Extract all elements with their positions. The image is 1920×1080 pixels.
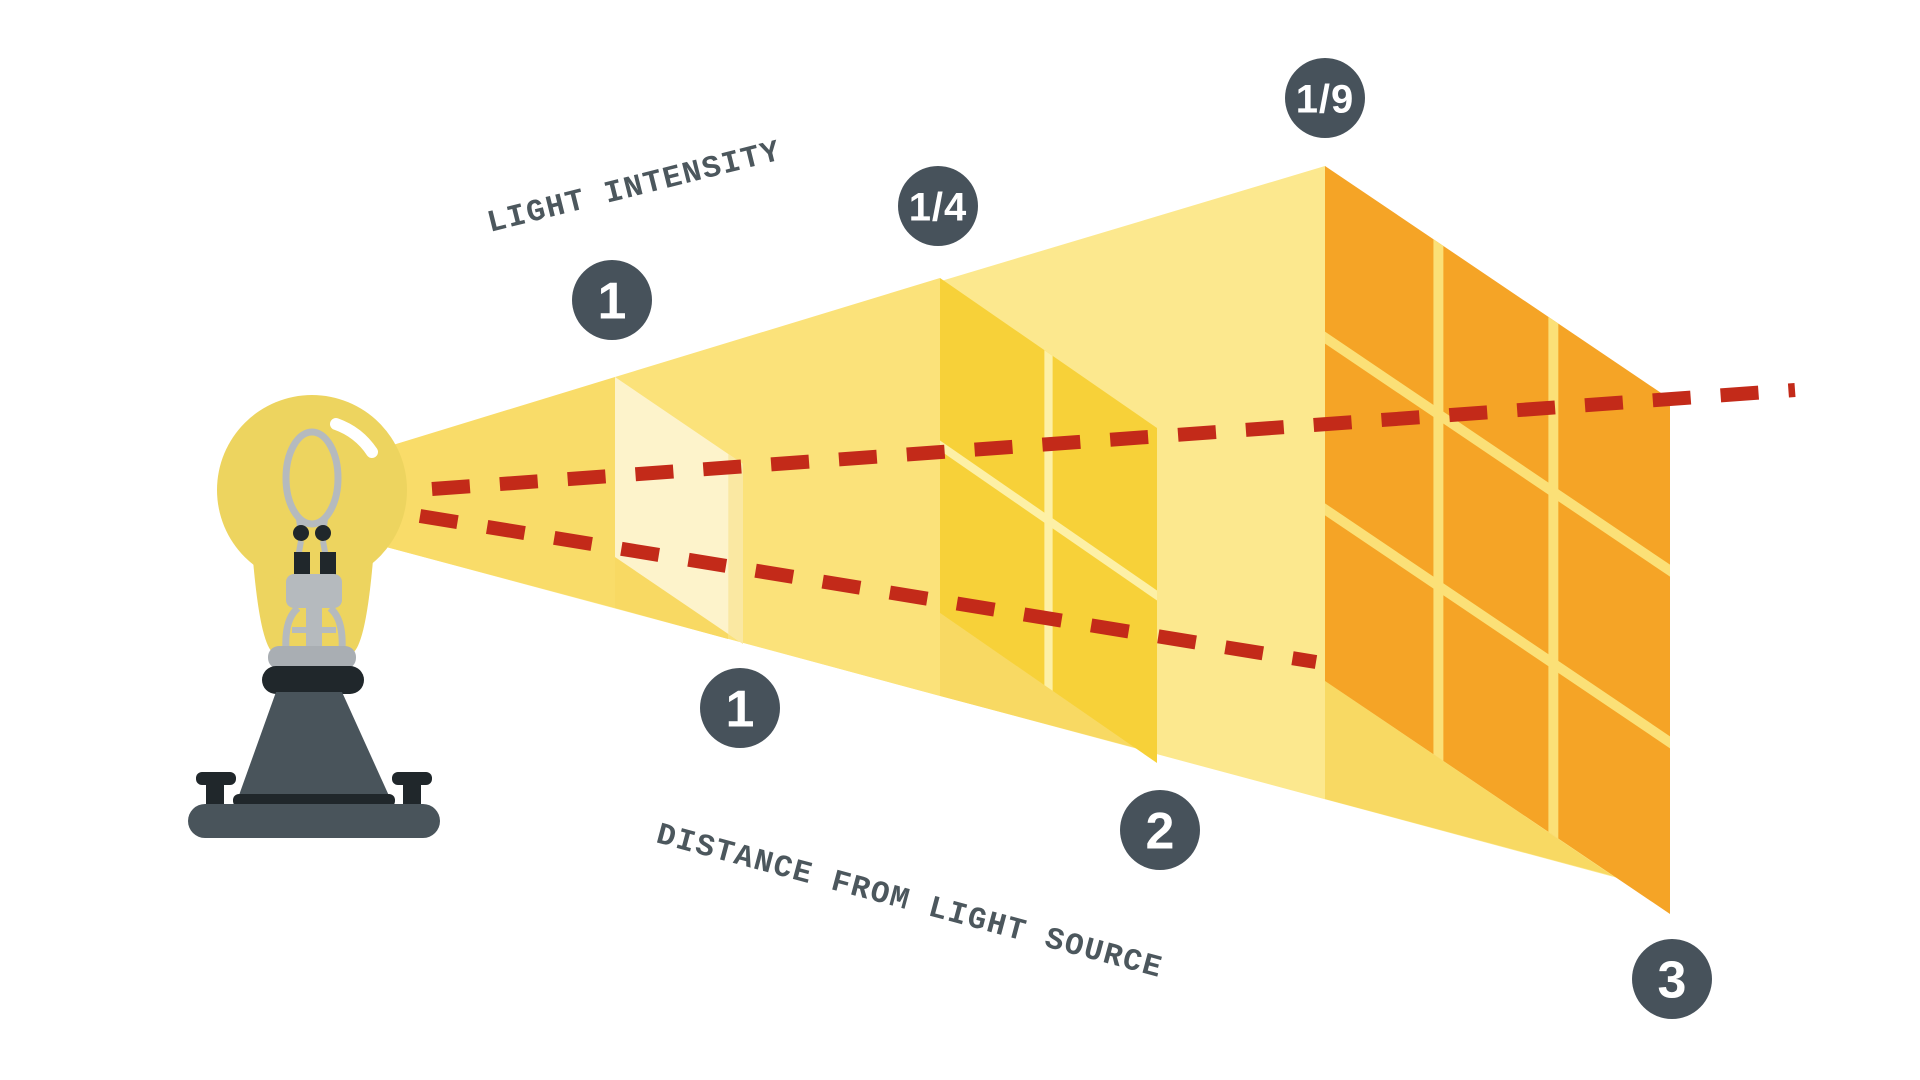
stand-bar bbox=[233, 794, 395, 807]
base-plate bbox=[188, 804, 440, 838]
panel-3-face bbox=[1325, 166, 1670, 914]
badge-circle bbox=[1285, 58, 1365, 138]
distance-badge-3: 3 bbox=[1632, 939, 1712, 1019]
intensity-badge-1-4: 1/4 bbox=[898, 166, 978, 246]
panel-3-vertical-divider-2 bbox=[1548, 316, 1559, 839]
panel-3-vertical-divider-1 bbox=[1433, 239, 1444, 761]
panel-1-shadow bbox=[615, 557, 728, 639]
socket-ring bbox=[262, 666, 364, 694]
distance-badge-1: 1 bbox=[700, 668, 780, 748]
panel-distance-3 bbox=[1325, 166, 1670, 914]
filament-post-left bbox=[294, 552, 310, 577]
light-beam-near-segment bbox=[360, 377, 615, 608]
knob-left bbox=[196, 772, 236, 804]
knob-right bbox=[392, 772, 432, 804]
bulb-highlight bbox=[330, 418, 378, 458]
distance-from-light-source-label: DISTANCE FROM LIGHT SOURCE bbox=[652, 818, 1166, 987]
filament-bead-left bbox=[293, 525, 309, 541]
panel-distance-1 bbox=[615, 377, 743, 644]
panel-3-horizontal-divider-1 bbox=[1325, 331, 1670, 577]
panel-3-shadow bbox=[1325, 681, 1613, 876]
badge-label: 1/9 bbox=[1296, 77, 1355, 121]
lower-ray-dashed-line bbox=[418, 509, 1318, 669]
badge-circle bbox=[1632, 939, 1712, 1019]
intensity-badge-1: 1 bbox=[572, 260, 652, 340]
badge-label: 1/4 bbox=[909, 185, 968, 229]
distance-badge-2: 2 bbox=[1120, 790, 1200, 870]
intensity-badge-1-9: 1/9 bbox=[1285, 58, 1365, 138]
upper-ray-dashed-line bbox=[431, 383, 1796, 496]
socket-collar bbox=[268, 646, 356, 669]
badge-label: 1 bbox=[598, 273, 627, 331]
lamp-stand bbox=[238, 692, 390, 798]
badge-circle bbox=[700, 668, 780, 748]
panel-1-face bbox=[615, 377, 743, 644]
badge-label: 1 bbox=[726, 681, 755, 739]
panel-3-horizontal-divider-2 bbox=[1325, 503, 1670, 749]
bulb-glass bbox=[217, 395, 407, 585]
filament-housing bbox=[286, 574, 342, 608]
stem-legs bbox=[282, 605, 346, 651]
filament-post-right bbox=[320, 552, 336, 577]
panel-2-horizontal-divider bbox=[940, 440, 1157, 601]
badge-circle bbox=[898, 166, 978, 246]
panel-1-side-face bbox=[728, 453, 743, 644]
panel-distance-2 bbox=[940, 278, 1157, 763]
light-bulb bbox=[188, 395, 440, 838]
badge-circle bbox=[572, 260, 652, 340]
badge-label: 3 bbox=[1658, 952, 1687, 1010]
filament-loop bbox=[282, 428, 342, 528]
badge-circle bbox=[1120, 790, 1200, 870]
filament-bead-right bbox=[315, 525, 331, 541]
badge-label: 2 bbox=[1146, 803, 1175, 861]
light-intensity-label: LIGHT INTENSITY bbox=[484, 135, 785, 242]
